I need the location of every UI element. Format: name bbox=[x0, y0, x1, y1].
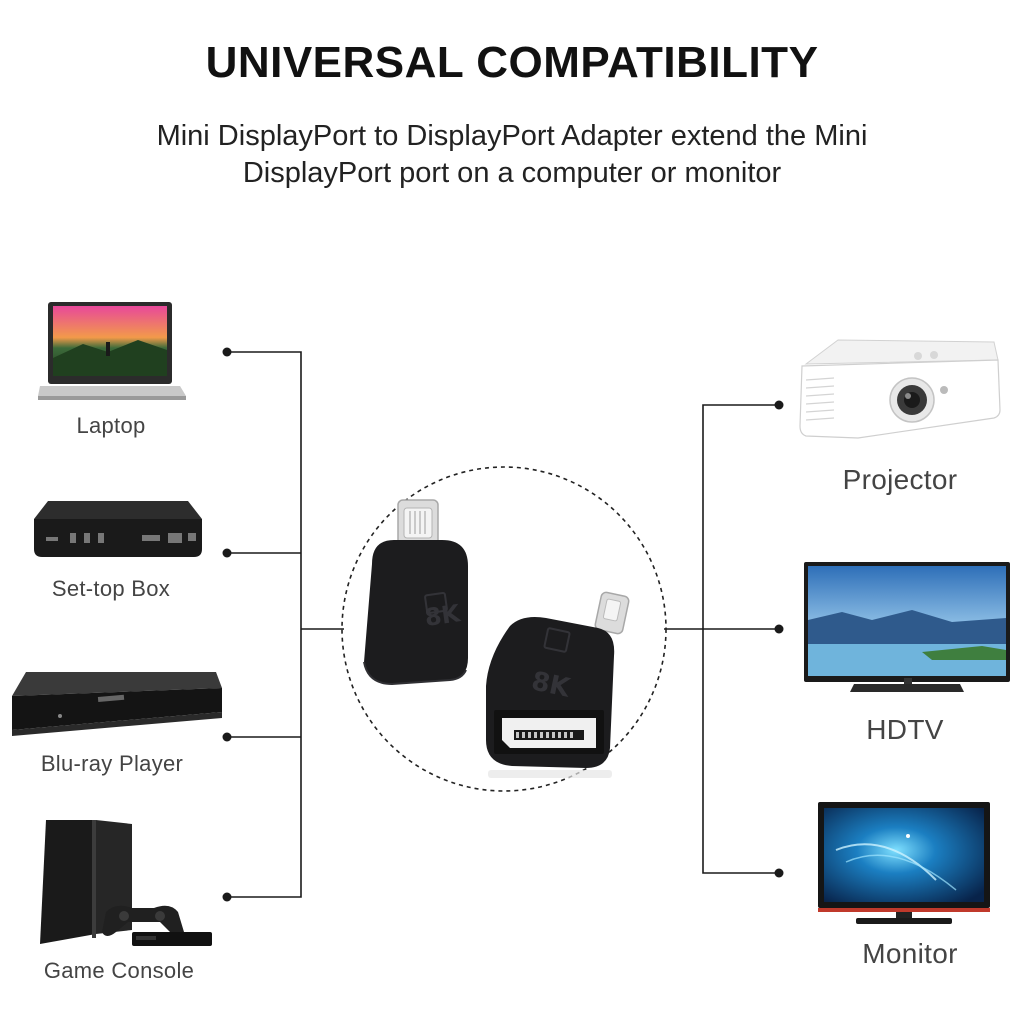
subtitle-line-2: DisplayPort port on a computer or monito… bbox=[242, 157, 782, 189]
blu-ray-player-icon bbox=[12, 672, 222, 736]
page-subtitle: Mini DisplayPort to DisplayPort Adapter … bbox=[80, 118, 944, 192]
dot-projector bbox=[774, 400, 784, 410]
game-console-icon bbox=[40, 820, 212, 946]
dot-bluray bbox=[222, 732, 232, 742]
source-label-set-top-box: Set-top Box bbox=[51, 576, 171, 601]
dot-settop bbox=[222, 548, 232, 558]
page-title: UNIVERSAL COMPATIBILITY bbox=[205, 38, 819, 87]
dot-laptop bbox=[222, 347, 232, 357]
adapter-dashed-circle bbox=[341, 466, 667, 792]
monitor-icon bbox=[818, 802, 990, 924]
laptop-icon bbox=[38, 302, 186, 400]
set-top-box-icon bbox=[34, 501, 202, 557]
dot-console bbox=[222, 892, 232, 902]
output-label-monitor: Monitor bbox=[862, 938, 958, 969]
hdtv-icon bbox=[804, 562, 1010, 692]
subtitle-line-1: Mini DisplayPort to DisplayPort Adapter … bbox=[156, 120, 868, 152]
source-label-laptop: Laptop bbox=[76, 413, 146, 438]
output-label-projector: Projector bbox=[842, 464, 958, 495]
mini-displayport-adapter-icon: 8K 8K bbox=[363, 499, 630, 778]
adapter-badge-back: 8K bbox=[423, 599, 463, 632]
projector-icon bbox=[799, 339, 1001, 439]
line-laptop bbox=[227, 351, 302, 898]
dot-hdtv bbox=[774, 624, 784, 634]
output-label-hdtv: HDTV bbox=[866, 714, 944, 745]
source-label-blu-ray-player: Blu-ray Player bbox=[40, 751, 184, 776]
line-projector bbox=[702, 404, 779, 874]
source-label-game-console: Game Console bbox=[43, 958, 195, 983]
dot-monitor bbox=[774, 868, 784, 878]
